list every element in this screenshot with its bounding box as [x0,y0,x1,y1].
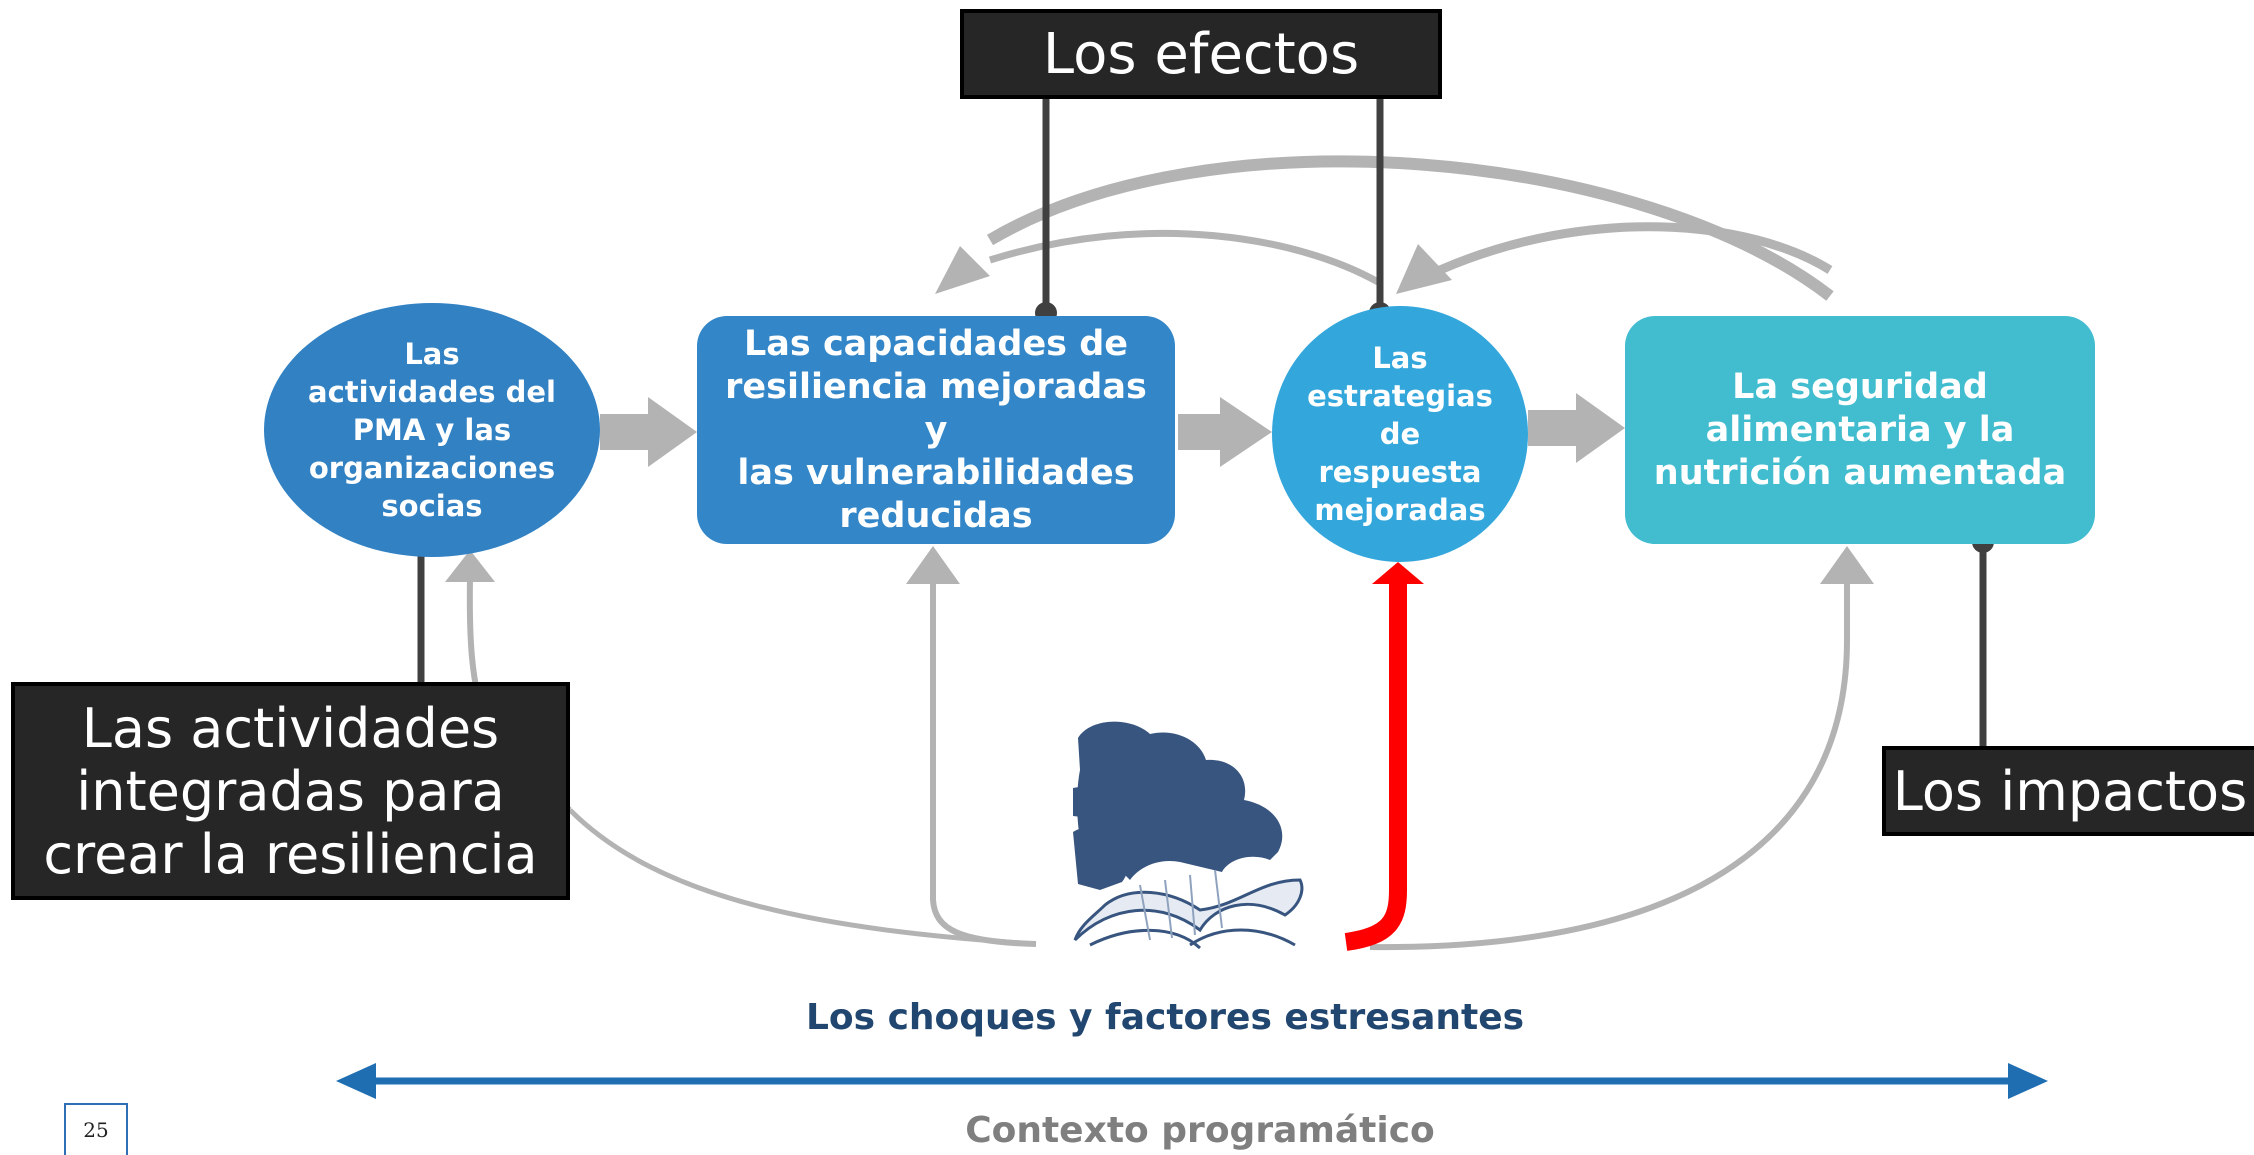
forward-arrow-2 [1178,397,1272,467]
node-response-strategies-line: mejoradas [1314,493,1486,527]
node-food-security-line: alimentaria y la [1705,409,2015,450]
shock-arrow-to-strategies [1344,562,1424,951]
node-resilience-capacities-line: las vulnerabilidades [737,452,1135,493]
forward-arrow-1 [600,397,697,467]
node-response-strategies: Las estrategias de respuesta mejoradas [1272,306,1528,562]
node-wfp-activities-line: organizaciones [308,451,556,485]
node-response-strategies-line: estrategias [1307,379,1493,413]
context-timeline-arrow [336,1063,2048,1099]
storm-wave-icon [1073,721,1304,950]
feedback-arc-outer [935,155,1834,301]
context-label: Contexto programático [965,1110,1435,1151]
label-effects: Los efectos [960,9,1442,99]
label-integrated-activities-line: integradas para [76,759,505,823]
node-wfp-activities-line: Las [404,337,460,371]
node-food-security-line: nutrición aumentada [1653,452,2067,493]
shock-arrow-to-food-security [1369,546,1874,951]
node-response-strategies-line: respuesta [1318,455,1482,489]
node-resilience-capacities-line: Las capacidades de [744,323,1128,364]
label-integrated-activities-line: crear la resiliencia [43,822,538,886]
node-wfp-activities-line: socias [381,489,483,523]
effects-connectors [1035,96,1391,324]
shock-arrow-to-capacities [906,546,1037,947]
feedback-arc-inner-right [1396,222,1833,294]
page-number: 25 [64,1103,128,1155]
label-integrated-activities-line: Las actividades [81,696,500,760]
node-resilience-capacities: Las capacidades de resiliencia mejoradas… [697,316,1175,544]
forward-arrow-3 [1528,393,1625,463]
node-response-strategies-line: Las [1372,341,1428,375]
shocks-label: Los choques y factores estresantes [805,997,1525,1038]
node-wfp-activities-line: actividades del [308,375,556,409]
node-resilience-capacities-line: reducidas [839,495,1033,536]
impacts-connector [1972,531,1994,748]
label-integrated-activities: Las actividades integradas para crear la… [11,682,570,900]
node-response-strategies-line: de [1379,417,1421,451]
node-resilience-capacities-line: resiliencia mejoradas y [725,366,1147,450]
node-wfp-activities-line: PMA y las [352,413,512,447]
feedback-arc-inner-left [988,229,1380,286]
node-food-security: La seguridad alimentaria y la nutrición … [1625,316,2095,544]
label-impacts: Los impactos [1882,746,2254,836]
node-wfp-activities: Las actividades del PMA y las organizaci… [264,303,600,557]
node-food-security-line: La seguridad [1732,366,1988,407]
